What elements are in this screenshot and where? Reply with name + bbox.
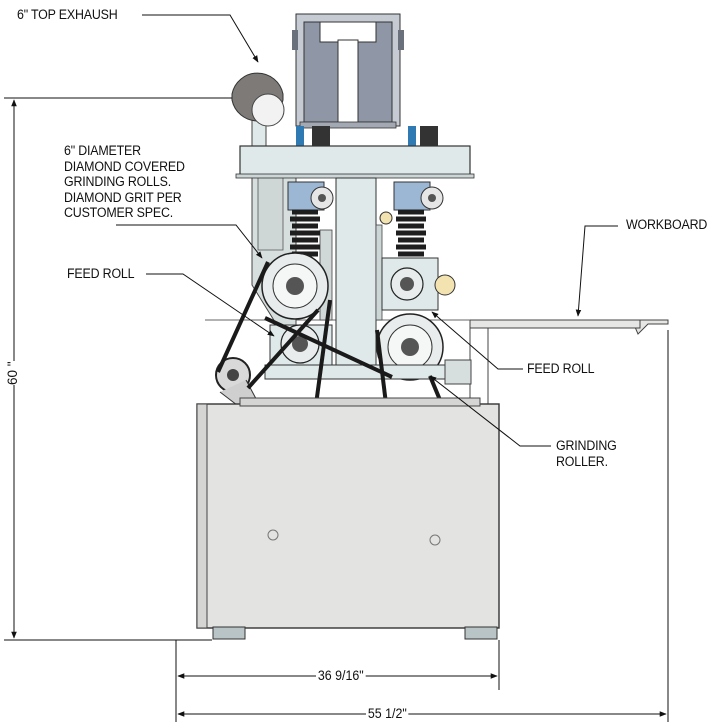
right-bracket [444,359,472,385]
center-column [319,177,383,369]
grinding-roller-lower-right [376,313,444,381]
label-feed-roll-right: FEED ROLL [527,361,595,376]
grinding-rolls-line-3: GRINDING ROLLS. [64,174,171,189]
label-grinding-rolls: 6" DIAMETER DIAMOND COVERED GRINDING ROL… [64,143,195,221]
dimension-overall-width: 55 1/2" [366,706,409,721]
grinding-rolls-line-5: CUSTOMER SPEC. [64,205,174,220]
grinding-rolls-line-1: 6" DIAMETER [64,143,141,158]
base-cabinet [196,397,500,640]
grinding-rolls-line-4: DIAMOND GRIT PER [64,189,182,205]
exhaust-pipe [231,72,285,161]
label-top-exhaust: 6" TOP EXHAUSH [17,7,118,22]
dimension-base-width: 36 9/16" [316,668,366,683]
dimension-lines [4,97,669,722]
label-workboard: WORKBOARD [626,217,708,232]
grinding-roll-upper-left [261,252,329,320]
grinding-roller-line-2: ROLLER. [556,453,608,469]
leader-lines [116,14,618,447]
grinding-rolls-line-2: DIAMOND COVERED [64,158,185,174]
spring-right [393,181,444,257]
motor [292,13,404,129]
dimension-height: 60 " [5,361,20,385]
feed-roll-upper-right [379,211,456,311]
label-feed-roll-left: FEED ROLL [67,266,135,281]
spring-left [287,181,334,257]
top-plate [235,126,475,179]
grinding-roller-line-1: GRINDING [556,438,617,453]
label-grinding-roller: GRINDING ROLLER. [556,438,622,469]
